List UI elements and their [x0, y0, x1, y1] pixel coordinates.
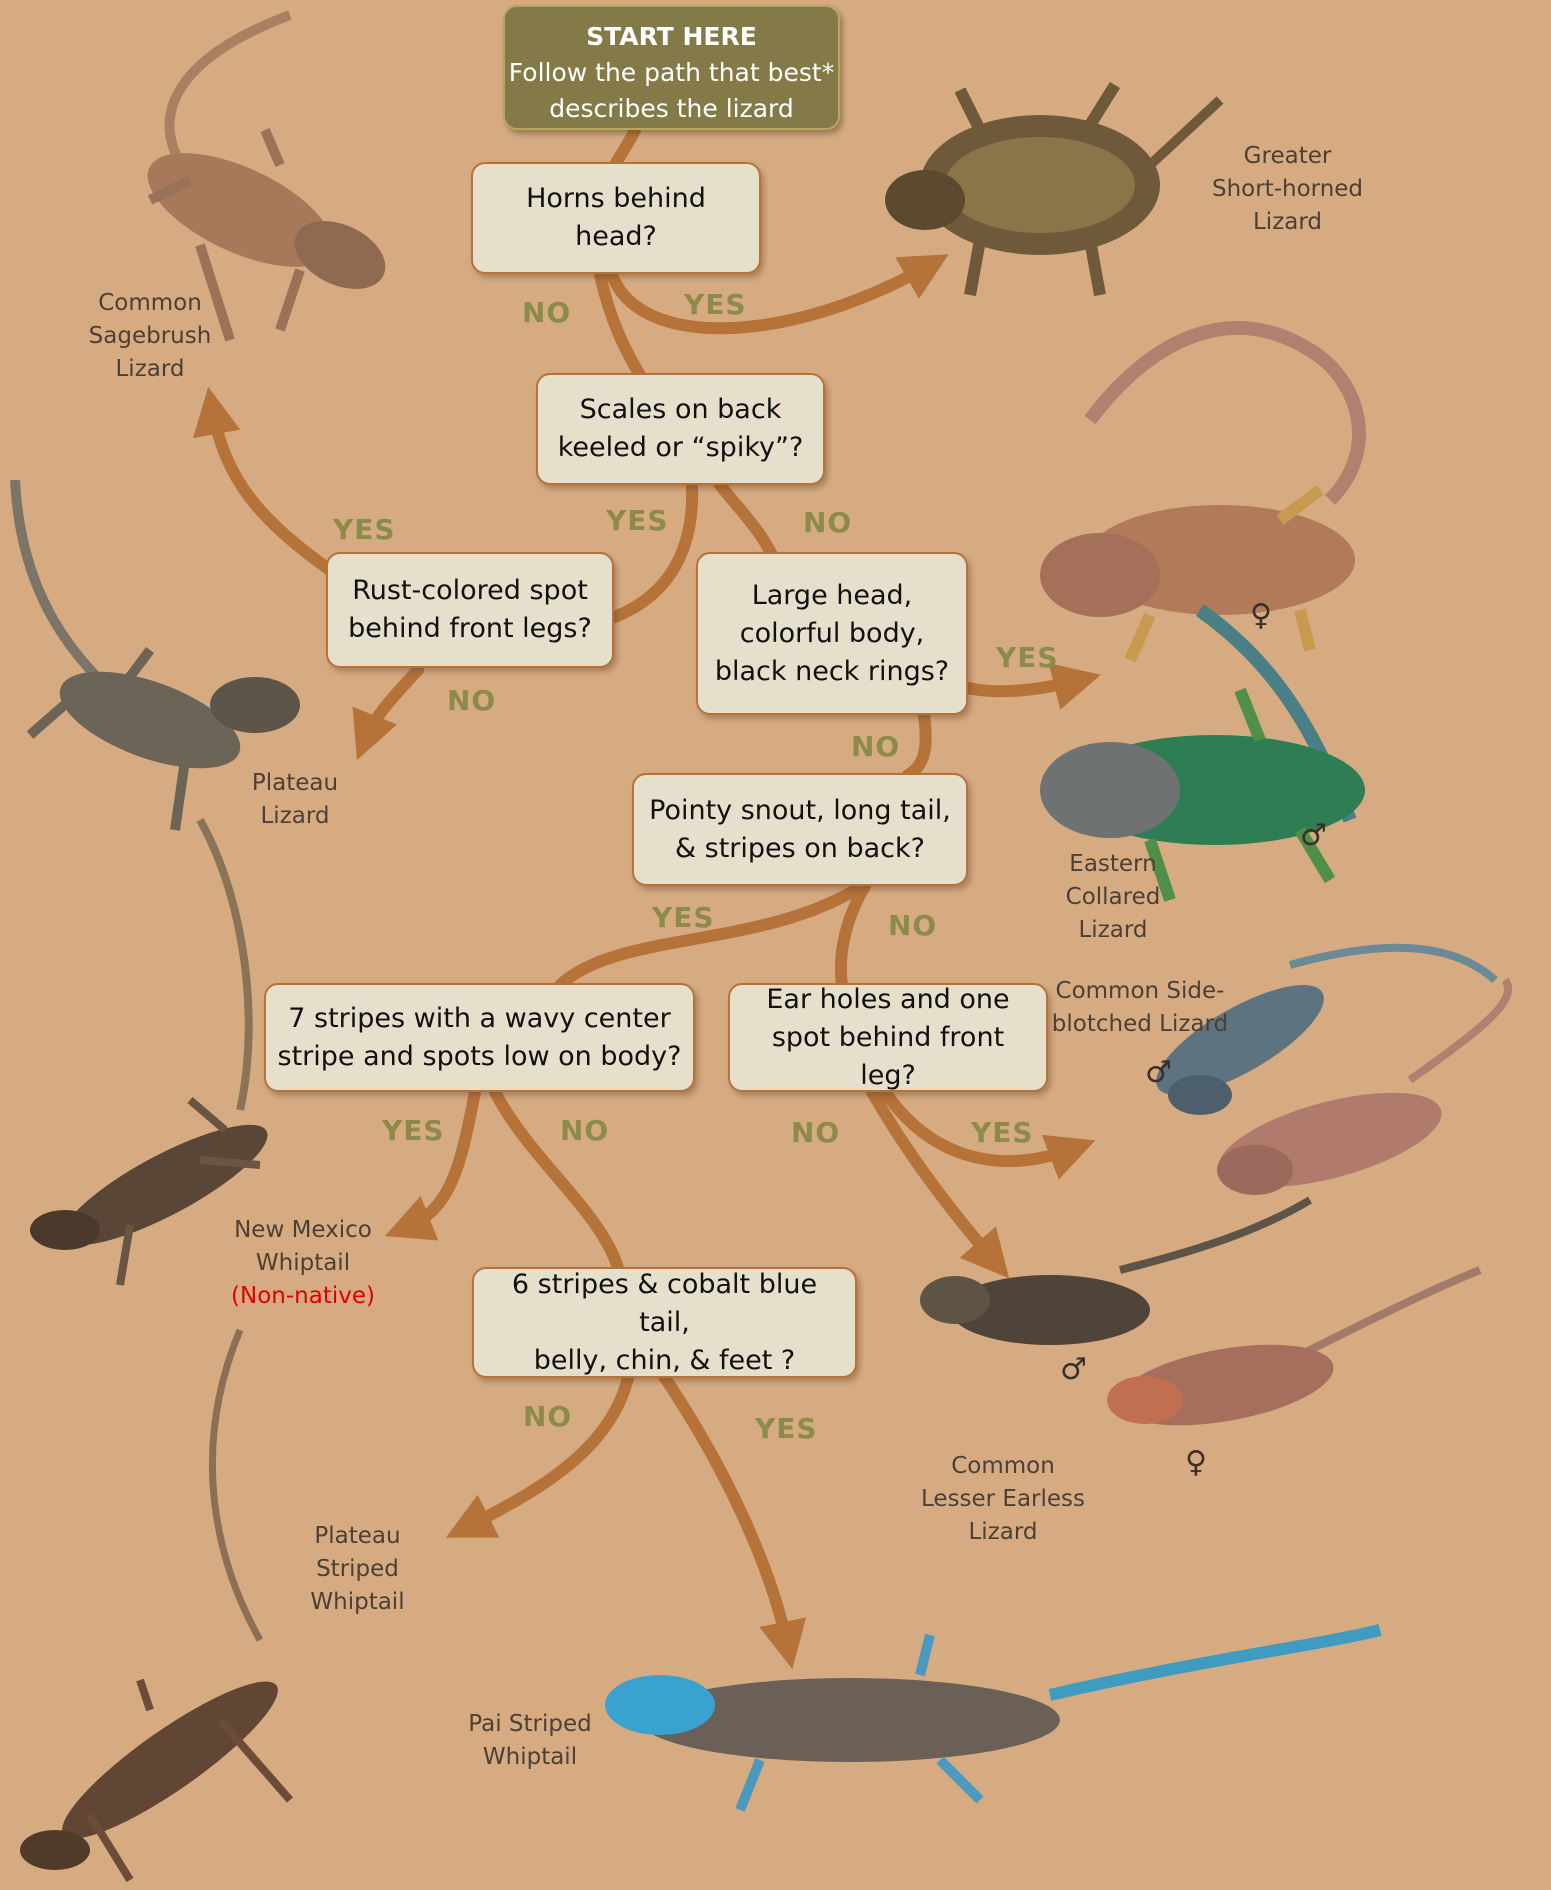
question-seven-stripes-line-2: stripe and spots low on body? — [278, 1038, 682, 1076]
question-ear-holes: Ear holes and one spot behind front leg? — [728, 983, 1048, 1092]
question-scales-line-2: keeled or “spiky”? — [558, 429, 804, 467]
species-pai-striped-whiptail-line-2: Whiptail — [465, 1741, 595, 1774]
start-line-2: describes the lizard — [505, 91, 838, 127]
label-horns-no: NO — [522, 296, 571, 329]
question-six-stripes-line-1: 6 stripes & cobalt blue tail, — [484, 1266, 845, 1342]
species-greater-short-horned-line-3: Lizard — [1205, 206, 1370, 239]
species-plateau-striped-whiptail-line-2: Striped — [300, 1553, 415, 1586]
species-greater-short-horned-line-2: Short-horned — [1205, 173, 1370, 206]
species-common-lesser-earless-line-2: Lesser Earless — [918, 1483, 1088, 1516]
label-ear-yes: YES — [971, 1116, 1034, 1149]
species-plateau-striped-whiptail-line-3: Whiptail — [300, 1586, 415, 1619]
species-common-lesser-earless-line-1: Common — [918, 1450, 1088, 1483]
species-eastern-collared-line-2: Collared — [1053, 881, 1173, 914]
species-plateau: Plateau Lizard — [240, 767, 350, 833]
label-large-head-no: NO — [851, 730, 900, 763]
species-new-mexico-whiptail-line-1: New Mexico — [228, 1214, 378, 1247]
female-symbol-earless: ♀ — [1185, 1445, 1207, 1480]
male-symbol-side-blotched: ♂ — [1145, 1055, 1172, 1090]
label-horns-yes: YES — [684, 288, 747, 321]
species-plateau-line-1: Plateau — [240, 767, 350, 800]
label-six-yes: YES — [755, 1412, 818, 1445]
arrow-largehead-yes — [968, 680, 1080, 691]
pai-striped-whiptail-image — [605, 1630, 1380, 1810]
label-pointy-no: NO — [888, 909, 937, 942]
label-scales-yes: YES — [606, 504, 669, 537]
question-horns-line-1: Horns behind — [526, 180, 706, 218]
plateau-striped-whiptail-image — [20, 1330, 294, 1880]
species-pai-striped-whiptail: Pai Striped Whiptail — [465, 1708, 595, 1774]
species-common-side-blotched-line-2: blotched Lizard — [1050, 1008, 1230, 1041]
arrow-rust-no — [365, 670, 418, 740]
species-common-sagebrush-line-2: Sagebrush — [85, 320, 215, 353]
species-common-sagebrush-line-1: Common — [85, 287, 215, 320]
species-common-lesser-earless-line-3: Lizard — [918, 1516, 1088, 1549]
label-rust-no: NO — [447, 684, 496, 717]
label-pointy-yes: YES — [652, 901, 715, 934]
species-pai-striped-whiptail-line-1: Pai Striped — [465, 1708, 595, 1741]
species-new-mexico-whiptail: New Mexico Whiptail (Non-native) — [228, 1214, 378, 1313]
question-pointy-line-1: Pointy snout, long tail, — [649, 792, 951, 830]
question-pointy-line-2: & stripes on back? — [675, 830, 925, 868]
species-common-sagebrush-line-3: Lizard — [85, 353, 215, 386]
label-rust-yes: YES — [333, 513, 396, 546]
label-seven-no: NO — [560, 1114, 609, 1147]
connector-scales-no — [720, 485, 772, 555]
question-ear-holes-line-2: spot behind front leg? — [740, 1019, 1036, 1095]
label-ear-no: NO — [791, 1116, 840, 1149]
question-seven-stripes: 7 stripes with a wavy center stripe and … — [264, 983, 695, 1092]
species-eastern-collared-line-3: Lizard — [1053, 914, 1173, 947]
female-symbol-collared: ♀ — [1250, 598, 1272, 633]
start-title: START HERE — [505, 19, 838, 55]
species-new-mexico-whiptail-line-2: Whiptail — [228, 1247, 378, 1280]
question-scales: Scales on back keeled or “spiky”? — [536, 373, 825, 485]
male-symbol-earless: ♂ — [1060, 1352, 1087, 1387]
question-rust: Rust-colored spot behind front legs? — [326, 552, 614, 668]
question-seven-stripes-line-1: 7 stripes with a wavy center — [288, 1000, 670, 1038]
arrow-rust-yes — [212, 408, 330, 570]
species-eastern-collared-line-1: Eastern — [1053, 848, 1173, 881]
question-rust-line-2: behind front legs? — [348, 610, 592, 648]
question-six-stripes: 6 stripes & cobalt blue tail, belly, chi… — [472, 1267, 857, 1378]
question-large-head-line-3: black neck rings? — [715, 653, 949, 691]
question-horns-line-2: head? — [575, 218, 657, 256]
species-common-side-blotched-line-1: Common Side- — [1050, 975, 1230, 1008]
male-symbol-collared: ♂ — [1300, 818, 1327, 853]
species-plateau-striped-whiptail: Plateau Striped Whiptail — [300, 1520, 415, 1619]
common-lesser-earless-lizard-male-image — [920, 1200, 1310, 1345]
question-six-stripes-line-2: belly, chin, & feet ? — [534, 1342, 796, 1380]
species-greater-short-horned: Greater Short-horned Lizard — [1205, 140, 1370, 239]
species-eastern-collared: Eastern Collared Lizard — [1053, 848, 1173, 947]
species-common-sagebrush: Common Sagebrush Lizard — [85, 287, 215, 386]
label-seven-yes: YES — [382, 1114, 445, 1147]
common-lesser-earless-lizard-female-image — [1107, 1270, 1480, 1440]
eastern-collared-lizard-female-image — [1040, 328, 1359, 660]
species-plateau-line-2: Lizard — [240, 800, 350, 833]
species-plateau-striped-whiptail-line-1: Plateau — [300, 1520, 415, 1553]
label-six-no: NO — [523, 1400, 572, 1433]
label-scales-no: NO — [803, 506, 852, 539]
start-box: START HERE Follow the path that best* de… — [503, 5, 840, 130]
question-large-head-line-2: colorful body, — [740, 615, 925, 653]
question-scales-line-1: Scales on back — [580, 391, 782, 429]
species-common-side-blotched: Common Side- blotched Lizard — [1050, 975, 1230, 1041]
species-common-lesser-earless: Common Lesser Earless Lizard — [918, 1450, 1088, 1549]
connector-largehead-no — [908, 715, 926, 775]
question-rust-line-1: Rust-colored spot — [352, 572, 588, 610]
question-large-head-line-1: Large head, — [752, 577, 913, 615]
start-line-1: Follow the path that best* — [505, 55, 838, 91]
arrow-seven-yes — [405, 1092, 475, 1228]
label-large-head-yes: YES — [996, 641, 1059, 674]
non-native-note: (Non-native) — [228, 1280, 378, 1313]
arrow-horns-yes — [612, 265, 930, 328]
question-ear-holes-line-1: Ear holes and one — [766, 981, 1009, 1019]
species-greater-short-horned-line-1: Greater — [1205, 140, 1370, 173]
connector-start-horns — [615, 130, 635, 165]
question-large-head: Large head, colorful body, black neck ri… — [696, 552, 968, 715]
question-horns: Horns behind head? — [471, 162, 761, 274]
question-pointy-snout: Pointy snout, long tail, & stripes on ba… — [632, 773, 968, 886]
